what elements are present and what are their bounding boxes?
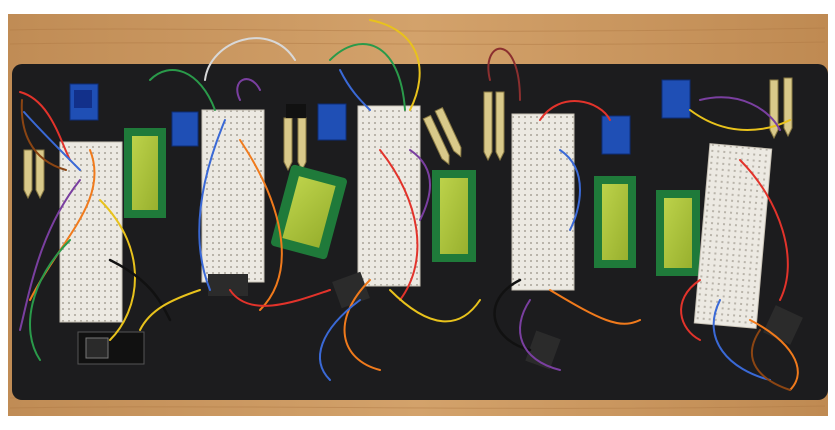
small-module <box>525 330 561 370</box>
station-4 <box>483 91 636 370</box>
breadboard <box>357 105 421 287</box>
station-5 <box>656 77 803 345</box>
relay-module <box>171 111 199 147</box>
lcd-screen <box>664 198 692 268</box>
jumper-wires <box>19 19 799 391</box>
soil-moisture-sensor <box>23 149 45 200</box>
sensor-probe-board <box>286 104 306 118</box>
breadboard <box>511 113 575 291</box>
relay-cube <box>74 90 92 108</box>
soil-moisture-sensor <box>483 91 505 162</box>
relay-module <box>661 79 691 119</box>
station-2 <box>171 104 347 296</box>
breadboard <box>693 143 773 329</box>
small-module <box>208 274 248 296</box>
relay-module <box>317 103 347 141</box>
lcd-screen <box>282 176 336 248</box>
lcd-screen <box>132 136 158 210</box>
breadboard <box>59 141 123 323</box>
lcd-screen <box>602 184 628 260</box>
breadboard <box>201 109 265 283</box>
station-3 <box>317 103 476 309</box>
soil-moisture-sensor <box>422 107 462 166</box>
station-1 <box>23 83 166 365</box>
relay-module <box>601 115 631 155</box>
nodemcu-chip <box>85 337 109 359</box>
lcd-screen <box>440 178 468 254</box>
